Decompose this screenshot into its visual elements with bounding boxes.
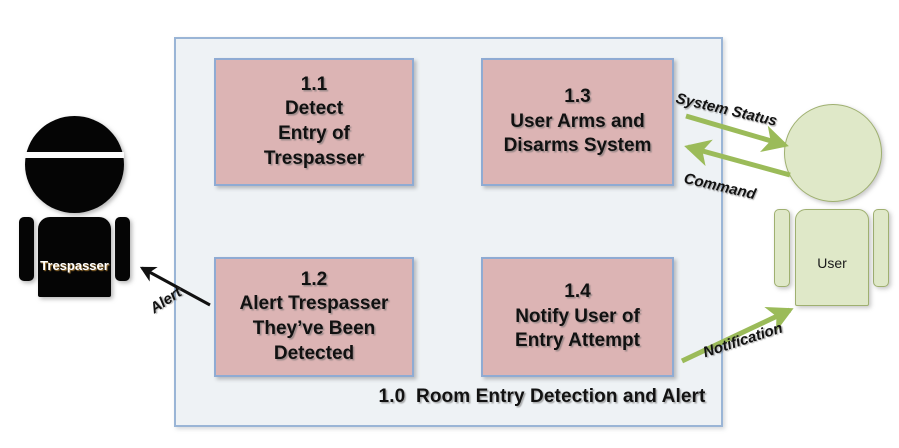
user-head-icon xyxy=(784,104,882,202)
process-text-line: They’ve Been xyxy=(252,318,376,339)
process-text-line: Notify User of xyxy=(515,305,640,327)
user-left-arm-icon xyxy=(774,209,790,287)
process-text-line: User Arms and xyxy=(510,110,645,132)
user-torso-icon xyxy=(795,209,869,306)
process-text-line: Disarms System xyxy=(503,135,652,157)
trespasser-head-icon xyxy=(25,116,124,213)
trespasser-left-arm-icon xyxy=(19,217,34,281)
trespasser-torso-icon xyxy=(38,217,111,297)
process-text-line: Entry Attempt xyxy=(515,330,640,352)
process-box-1-2[interactable]: 1.2 Alert Trespasser They’ve Been Detect… xyxy=(214,257,414,377)
process-text-line: Detected xyxy=(273,342,355,364)
process-box-1-4[interactable]: 1.4 Notify User of Entry Attempt xyxy=(481,257,674,377)
boundary-caption: 1.0 Room Entry Detection and Alert xyxy=(378,386,706,407)
user-label: User xyxy=(817,255,847,271)
trespasser-mask-stripe xyxy=(25,152,124,158)
process-number: 1.4 xyxy=(564,280,591,302)
process-text-line: Alert Trespasser xyxy=(239,293,389,315)
process-number: 1.3 xyxy=(564,85,591,107)
trespasser-label: Trespasser xyxy=(40,258,109,273)
process-number: 1.1 xyxy=(300,73,328,95)
process-text-line: Trespasser xyxy=(263,147,365,169)
process-box-1-1[interactable]: 1.1 Detect Entry of Trespasser xyxy=(214,58,414,186)
user-right-arm-icon xyxy=(873,209,889,287)
trespasser-right-arm-icon xyxy=(115,217,130,281)
process-text-line: Entry of xyxy=(278,123,350,144)
process-text-line: Detect xyxy=(284,98,344,120)
process-box-1-3[interactable]: 1.3 User Arms and Disarms System xyxy=(481,58,674,186)
process-number: 1.2 xyxy=(300,268,328,290)
